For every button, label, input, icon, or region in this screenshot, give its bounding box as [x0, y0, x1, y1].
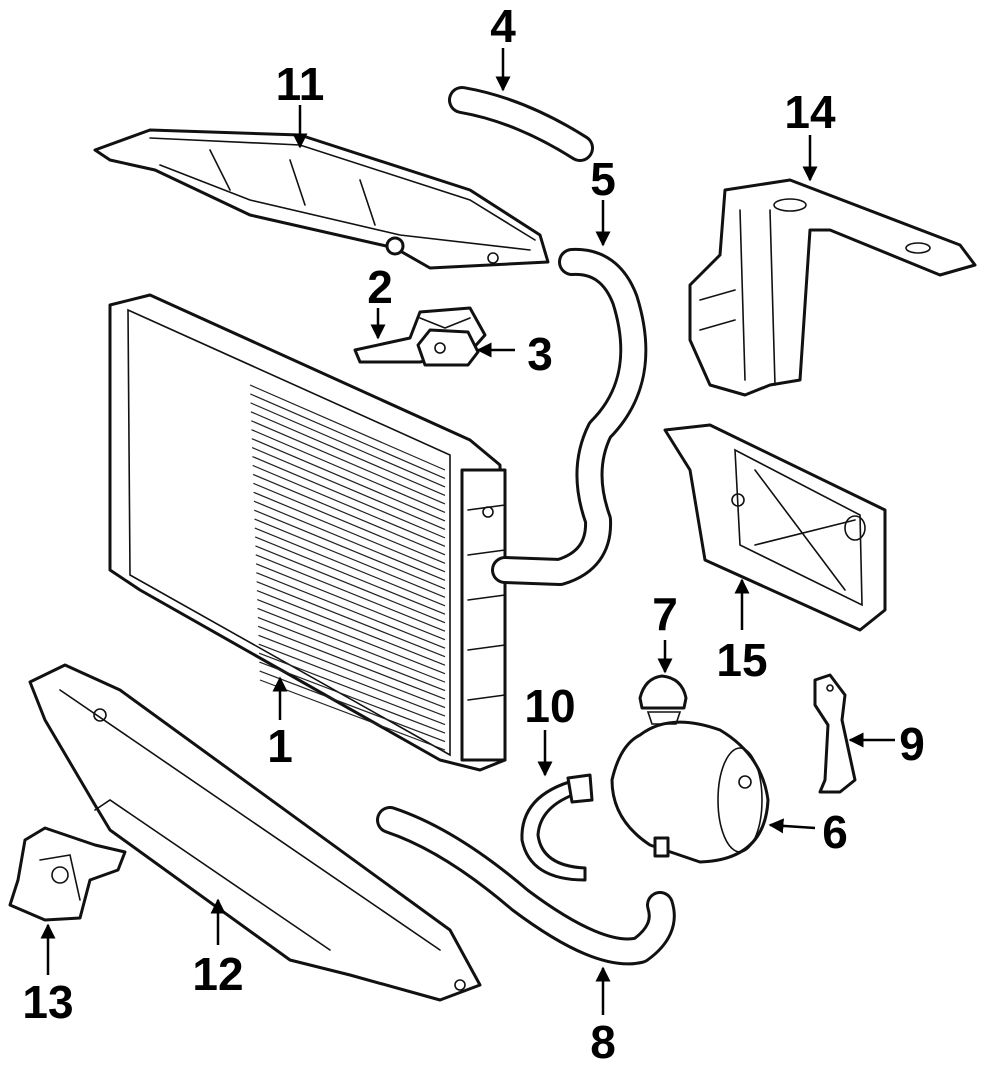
- cap-7: [638, 674, 688, 725]
- callout-7: 7: [652, 588, 678, 640]
- radiator-fin: [251, 429, 446, 513]
- radiator-fin: [254, 518, 446, 598]
- callout-15: 15: [716, 634, 767, 686]
- radiator-fin: [257, 607, 446, 683]
- radiator-fin: [250, 420, 446, 505]
- radiator-fin: [250, 402, 446, 488]
- callout-numbers: 1 2 3 4 5 6 7 8 9 10 11 12 13 14 15: [22, 0, 924, 1065]
- shroud-panel-15: [663, 423, 887, 632]
- radiator-fin: [253, 500, 446, 581]
- upper-support-11: [93, 128, 550, 270]
- radiator-fin: [251, 447, 446, 530]
- callout-10: 10: [524, 680, 575, 732]
- radiator-fin: [259, 661, 446, 734]
- insulator-3: [416, 328, 480, 367]
- callout-14: 14: [784, 86, 836, 138]
- clip-9: [813, 673, 857, 794]
- callout-3: 3: [527, 328, 553, 380]
- hose-5: [491, 247, 648, 586]
- radiator-fin: [250, 411, 446, 497]
- radiator-fin: [257, 625, 446, 700]
- hose-8: [376, 806, 676, 966]
- callout-1: 1: [267, 720, 293, 772]
- strap-10: [520, 773, 594, 882]
- callout-12: 12: [192, 948, 243, 1000]
- radiator-fin: [252, 464, 446, 547]
- radiator-fin: [252, 473, 446, 556]
- radiator-fin: [255, 545, 446, 624]
- callout-2: 2: [367, 261, 393, 313]
- radiator-fin: [258, 652, 446, 726]
- reservoir-6: [610, 720, 770, 864]
- radiator-fin: [255, 554, 446, 632]
- radiator-fin: [254, 527, 446, 607]
- radiator-fin: [258, 634, 446, 709]
- callout-11: 11: [276, 58, 325, 110]
- radiator-fin: [256, 590, 446, 666]
- lower-support-12: [28, 663, 482, 1002]
- radiator-fin: [259, 679, 446, 751]
- radiator-fin: [254, 509, 446, 590]
- radiator-fin: [253, 482, 446, 564]
- radiator-fin: [255, 563, 446, 641]
- lower-bracket-13: [8, 826, 127, 922]
- callout-4: 4: [490, 0, 516, 52]
- radiator-fin: [249, 384, 446, 471]
- radiator-1: [108, 293, 507, 772]
- callout-6: 6: [822, 806, 848, 858]
- leader-lines: [40, 48, 895, 1015]
- radiator-fin: [253, 491, 446, 573]
- radiator-fin: [257, 598, 446, 675]
- radiator-fin: [259, 670, 446, 743]
- callout-13: 13: [22, 976, 73, 1028]
- callout-8: 8: [590, 1016, 616, 1065]
- radiator-fin: [254, 536, 446, 615]
- radiator-fin: [258, 643, 446, 717]
- shroud-bracket-14: [688, 178, 977, 397]
- callout-5: 5: [590, 153, 616, 205]
- radiator-fin: [252, 455, 446, 539]
- radiator-fin: [250, 393, 446, 480]
- radiator-fin: [251, 438, 446, 522]
- hose-4: [448, 86, 594, 162]
- radiator-fin: [257, 616, 446, 692]
- radiator-fin: [256, 572, 446, 649]
- callout-9: 9: [899, 718, 925, 770]
- radiator-fin: [256, 581, 446, 658]
